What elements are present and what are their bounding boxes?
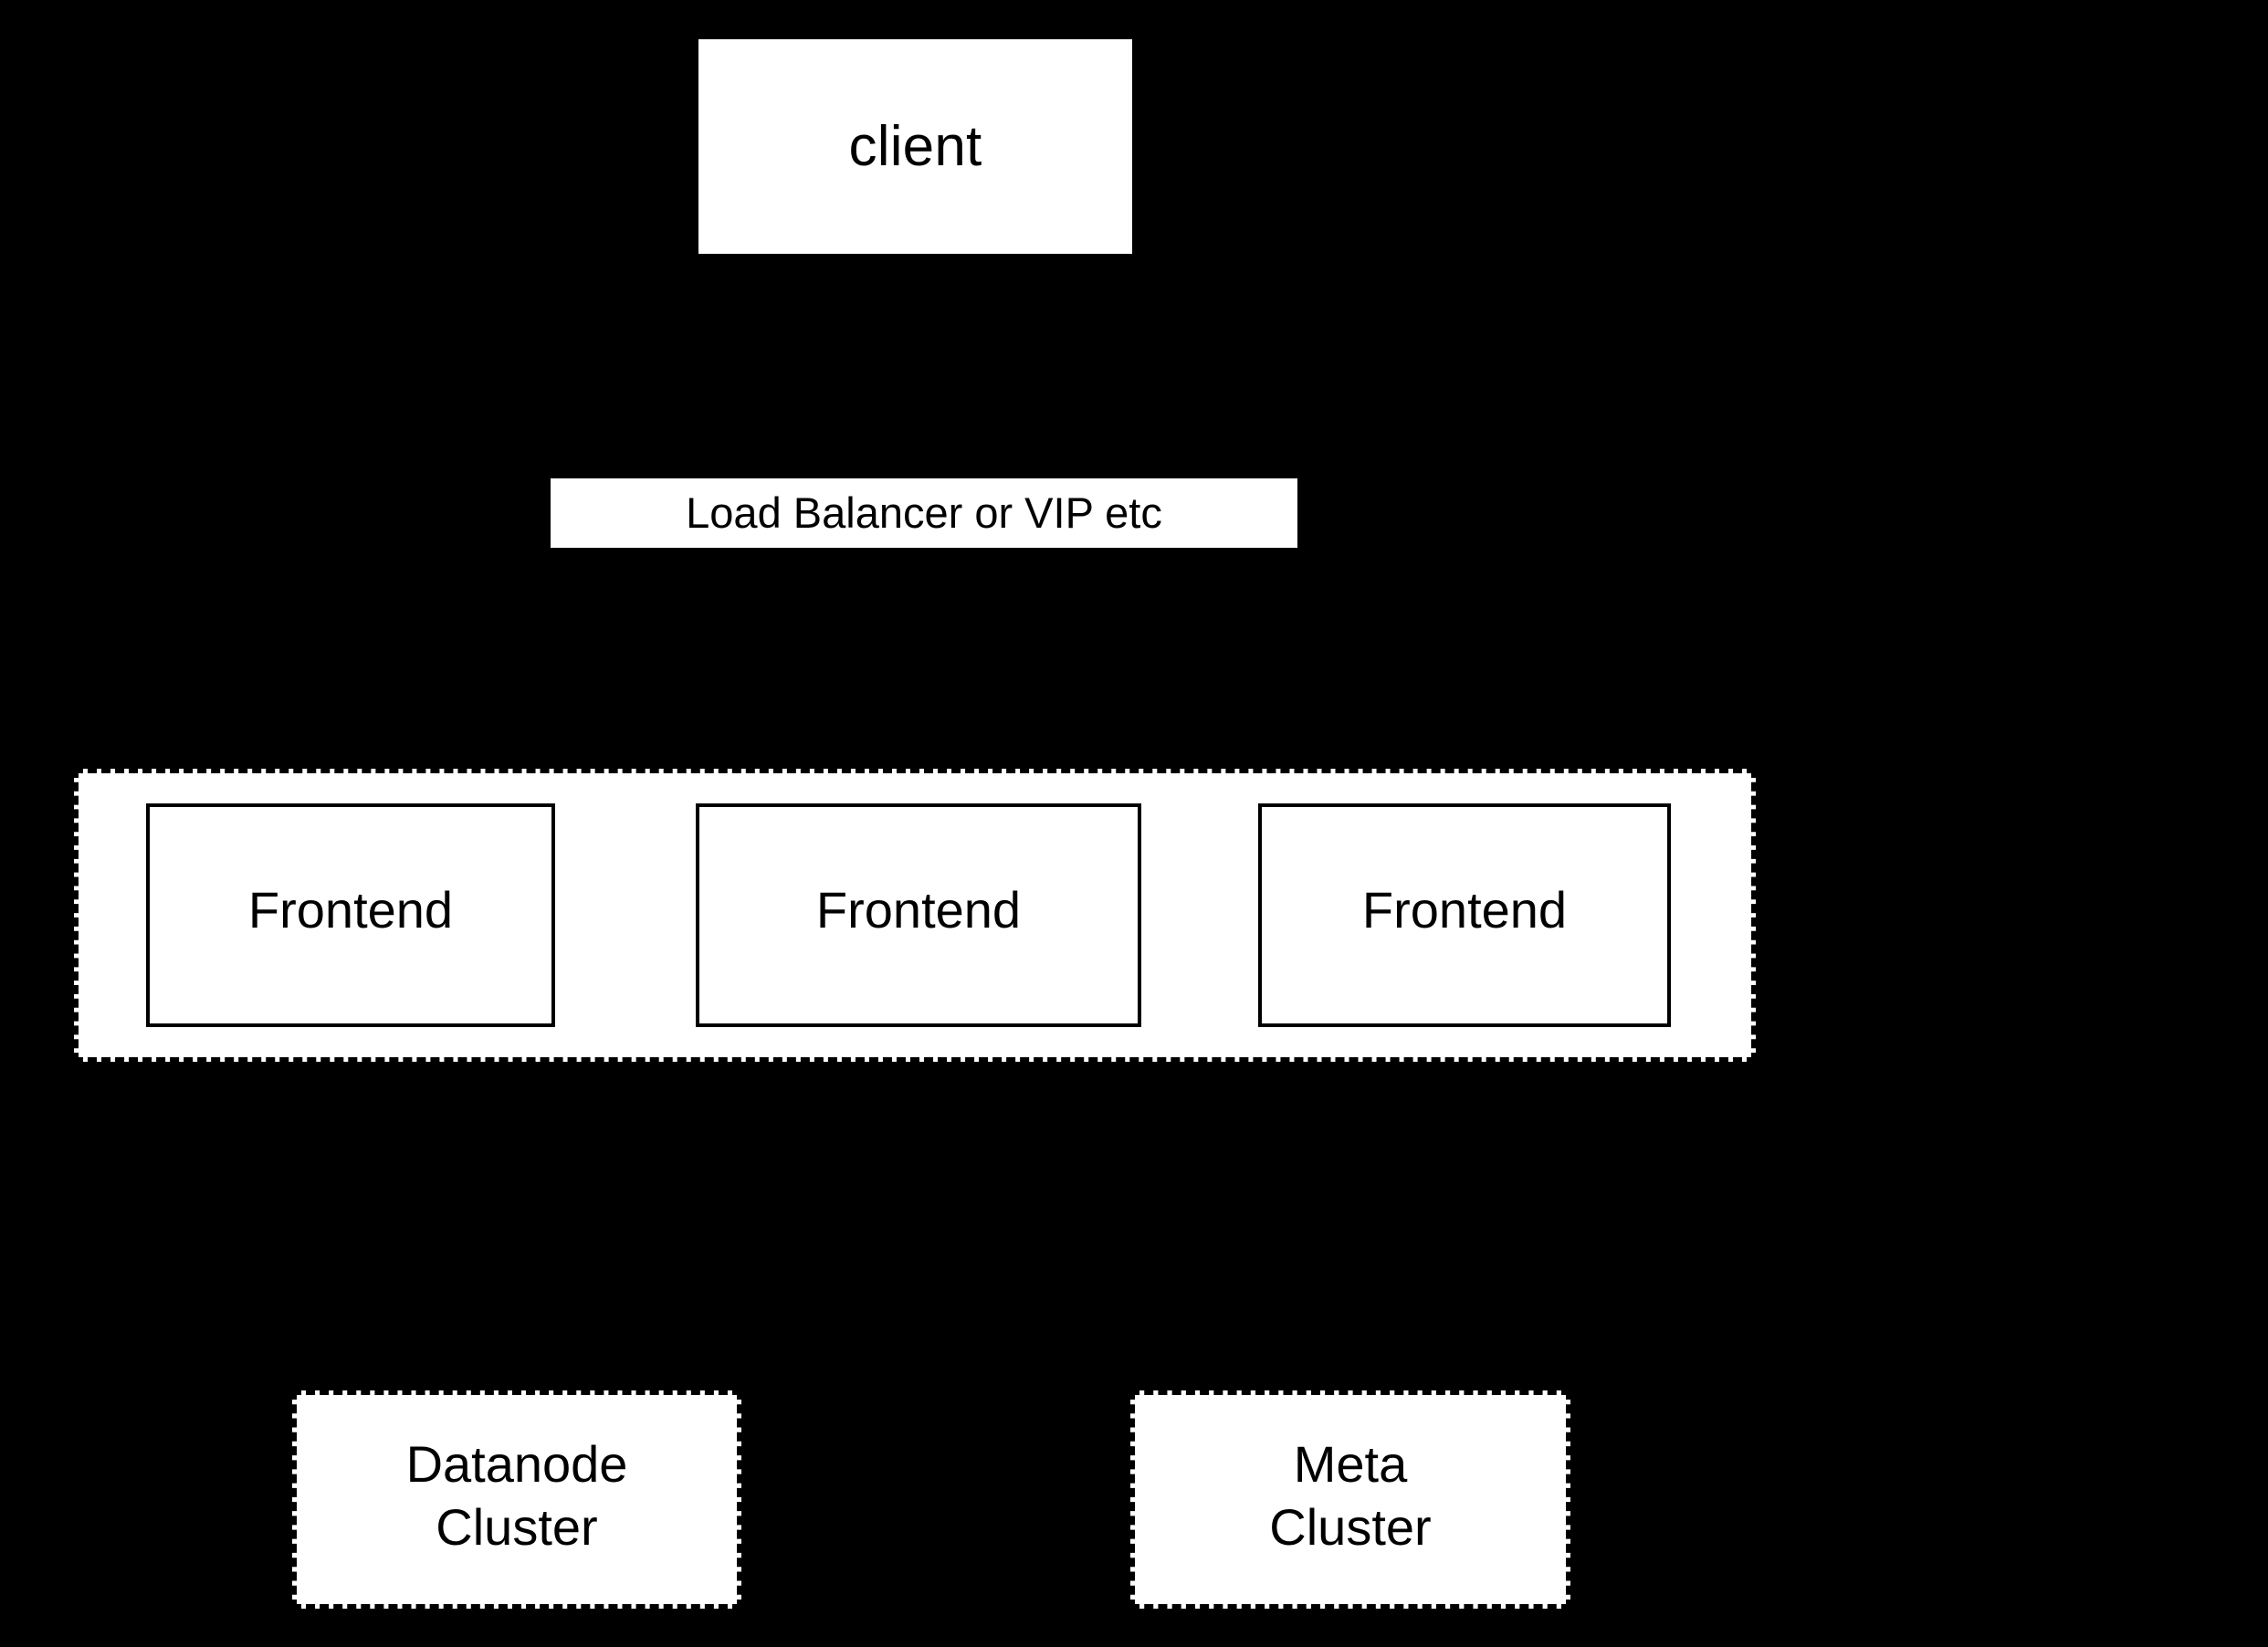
node-datanode-cluster[interactable]: Datanode Cluster <box>292 1390 741 1609</box>
node-frontend-1[interactable]: Frontend <box>146 803 555 1027</box>
node-client[interactable]: client <box>698 39 1132 254</box>
node-meta-cluster-label: Meta Cluster <box>1269 1435 1432 1556</box>
node-frontend-1-label: Frontend <box>247 881 454 939</box>
node-frontend-2-label: Frontend <box>815 881 1022 939</box>
node-datanode-cluster-label: Datanode Cluster <box>405 1435 628 1556</box>
node-client-label: client <box>848 114 982 178</box>
node-frontend-3-label: Frontend <box>1361 881 1568 939</box>
node-frontend-2[interactable]: Frontend <box>696 803 1141 1027</box>
node-load-balancer[interactable]: Load Balancer or VIP etc <box>551 478 1297 548</box>
node-frontend-3[interactable]: Frontend <box>1258 803 1671 1027</box>
node-load-balancer-label: Load Balancer or VIP etc <box>686 488 1162 538</box>
node-meta-cluster[interactable]: Meta Cluster <box>1130 1390 1570 1609</box>
